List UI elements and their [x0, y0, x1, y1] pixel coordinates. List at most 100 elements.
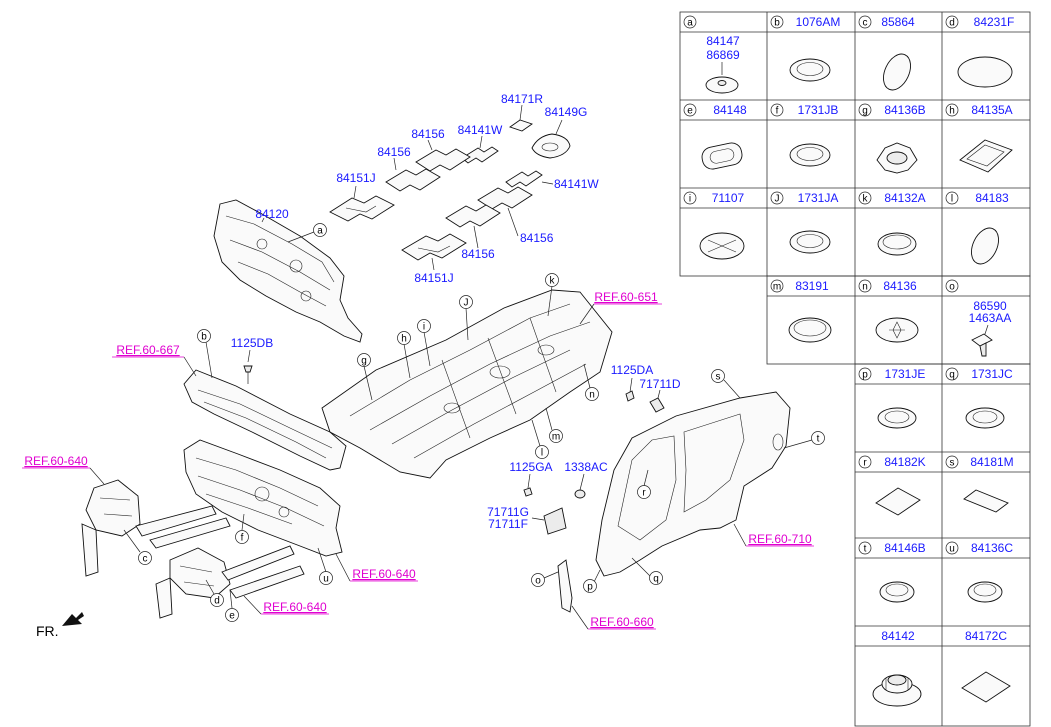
code-84181M: 84181M [970, 455, 1013, 469]
table-cell-a: a 84147 86869 [683, 15, 740, 94]
table-cell-t: t 84146B [858, 541, 926, 603]
svg-text:d: d [214, 596, 220, 607]
svg-text:e: e [229, 611, 235, 622]
svg-text:b: b [201, 332, 207, 343]
callout-k: k [545, 273, 559, 317]
label-84151J-top: 84151J [336, 171, 375, 185]
callout-c: c [123, 529, 152, 565]
letter-p: p [862, 370, 868, 381]
svg-text:q: q [653, 574, 659, 585]
ref-60-710: REF.60-710 [748, 532, 812, 546]
callout-u: u [317, 547, 333, 585]
letter-o: o [949, 282, 955, 293]
plug-k-icon [877, 232, 917, 256]
label-84156-d: 84156 [461, 247, 495, 261]
cap-l-icon [971, 227, 999, 265]
pad-84156-a: 84156 [411, 127, 471, 172]
label-84149G: 84149G [545, 105, 588, 119]
letter-d: d [949, 18, 955, 29]
callout-g: g [357, 353, 373, 401]
table-cell-p: p 1731JE [858, 367, 926, 429]
pad-84171R: 84171R [501, 92, 543, 132]
letter-q: q [949, 370, 955, 381]
code-1076AM: 1076AM [796, 15, 841, 29]
callout-m: m [545, 407, 563, 443]
svg-text:o: o [535, 576, 541, 587]
table-block-low [854, 363, 1031, 727]
plug-m-icon [788, 317, 832, 343]
label-84120: 84120 [255, 207, 289, 221]
code-1731JA: 1731JA [798, 191, 839, 205]
front-member-left [81, 479, 231, 577]
dash-insulator-84120: 84120 [213, 199, 363, 343]
svg-text:m: m [552, 432, 560, 443]
svg-text:s: s [716, 372, 721, 383]
pad-84156-c: 84156 [477, 186, 554, 245]
callout-b: b [197, 329, 213, 379]
ref-667: REF.60-667 [112, 343, 197, 377]
ref-640c: REF.60-640 [243, 595, 329, 615]
table-cell-u: u 84136C [945, 541, 1013, 603]
code-85864: 85864 [881, 15, 915, 29]
letter-b: b [774, 18, 780, 29]
callout-t: t [783, 431, 825, 449]
pad-84151J-bot: 84151J [401, 233, 467, 285]
code-1731JE: 1731JE [885, 367, 926, 381]
table-cell-d: d 84231F [945, 15, 1014, 88]
label-71711F: 71711F [488, 517, 528, 531]
svg-text:a: a [317, 226, 323, 237]
pad-84149G: 84149G [531, 105, 588, 159]
table-cell-l: l 84183 [945, 191, 1009, 265]
table-cell-g: g 84136B [858, 103, 926, 174]
label-84156-a: 84156 [411, 127, 445, 141]
callout-e: e [225, 589, 239, 622]
label-71711G: 71711G [487, 505, 529, 519]
label-84171R: 84171R [501, 92, 543, 106]
svg-text:t: t [817, 434, 820, 445]
svg-text:f: f [241, 533, 244, 544]
callout-d: d [205, 579, 224, 607]
label-84151J-bot: 84151J [414, 271, 453, 285]
letter-e: e [687, 106, 693, 117]
letter-t: t [864, 544, 867, 555]
letter-g: g [862, 106, 868, 117]
table-cell-f: f 1731JB [770, 103, 838, 167]
callout-r: r [637, 469, 651, 499]
callout-p: p [583, 569, 601, 593]
callouts: a b c d e f g h i J k l m n o p q r s t … [123, 223, 825, 622]
svg-text:g: g [361, 356, 367, 367]
code-84136C: 84136C [971, 541, 1013, 555]
svg-text:k: k [550, 276, 556, 287]
pad-d-icon [957, 56, 1013, 88]
label-1338AC: 1338AC [564, 460, 608, 474]
code-84142: 84142 [881, 629, 915, 643]
ref-710: REF.60-710 [733, 523, 814, 547]
table-cell-J: J 1731JA [770, 191, 839, 254]
table-cell-i: i 71107 [683, 191, 745, 260]
code-1731JC: 1731JC [971, 367, 1013, 381]
front-label: FR. [36, 623, 59, 639]
table-cell-84142: 84142 [872, 629, 922, 707]
code-86590: 86590 [973, 299, 1007, 313]
pad-s-icon [963, 489, 1009, 513]
letter-h: h [949, 106, 955, 117]
code-84135A: 84135A [971, 103, 1012, 117]
code-84182K: 84182K [884, 455, 925, 469]
letter-i: i [689, 194, 691, 205]
code-83191: 83191 [795, 279, 829, 293]
cap-c-icon [883, 53, 911, 91]
letter-s: s [950, 458, 955, 469]
svg-text:l: l [541, 448, 543, 459]
pad-84172C-icon [961, 671, 1011, 703]
cover-h-icon [959, 139, 1013, 173]
letter-a: a [687, 18, 693, 29]
bolt-1125DA: 1125DA [611, 363, 653, 402]
callout-l: l [531, 419, 549, 459]
svg-text:c: c [143, 554, 148, 565]
callout-s: s [711, 369, 741, 399]
floor-pan [321, 289, 613, 479]
pad-84156-d: 84156 [445, 204, 501, 261]
pillar-bracket-o [557, 559, 573, 613]
pad-84141W-right: 84141W [505, 170, 599, 191]
callout-o: o [531, 571, 559, 587]
